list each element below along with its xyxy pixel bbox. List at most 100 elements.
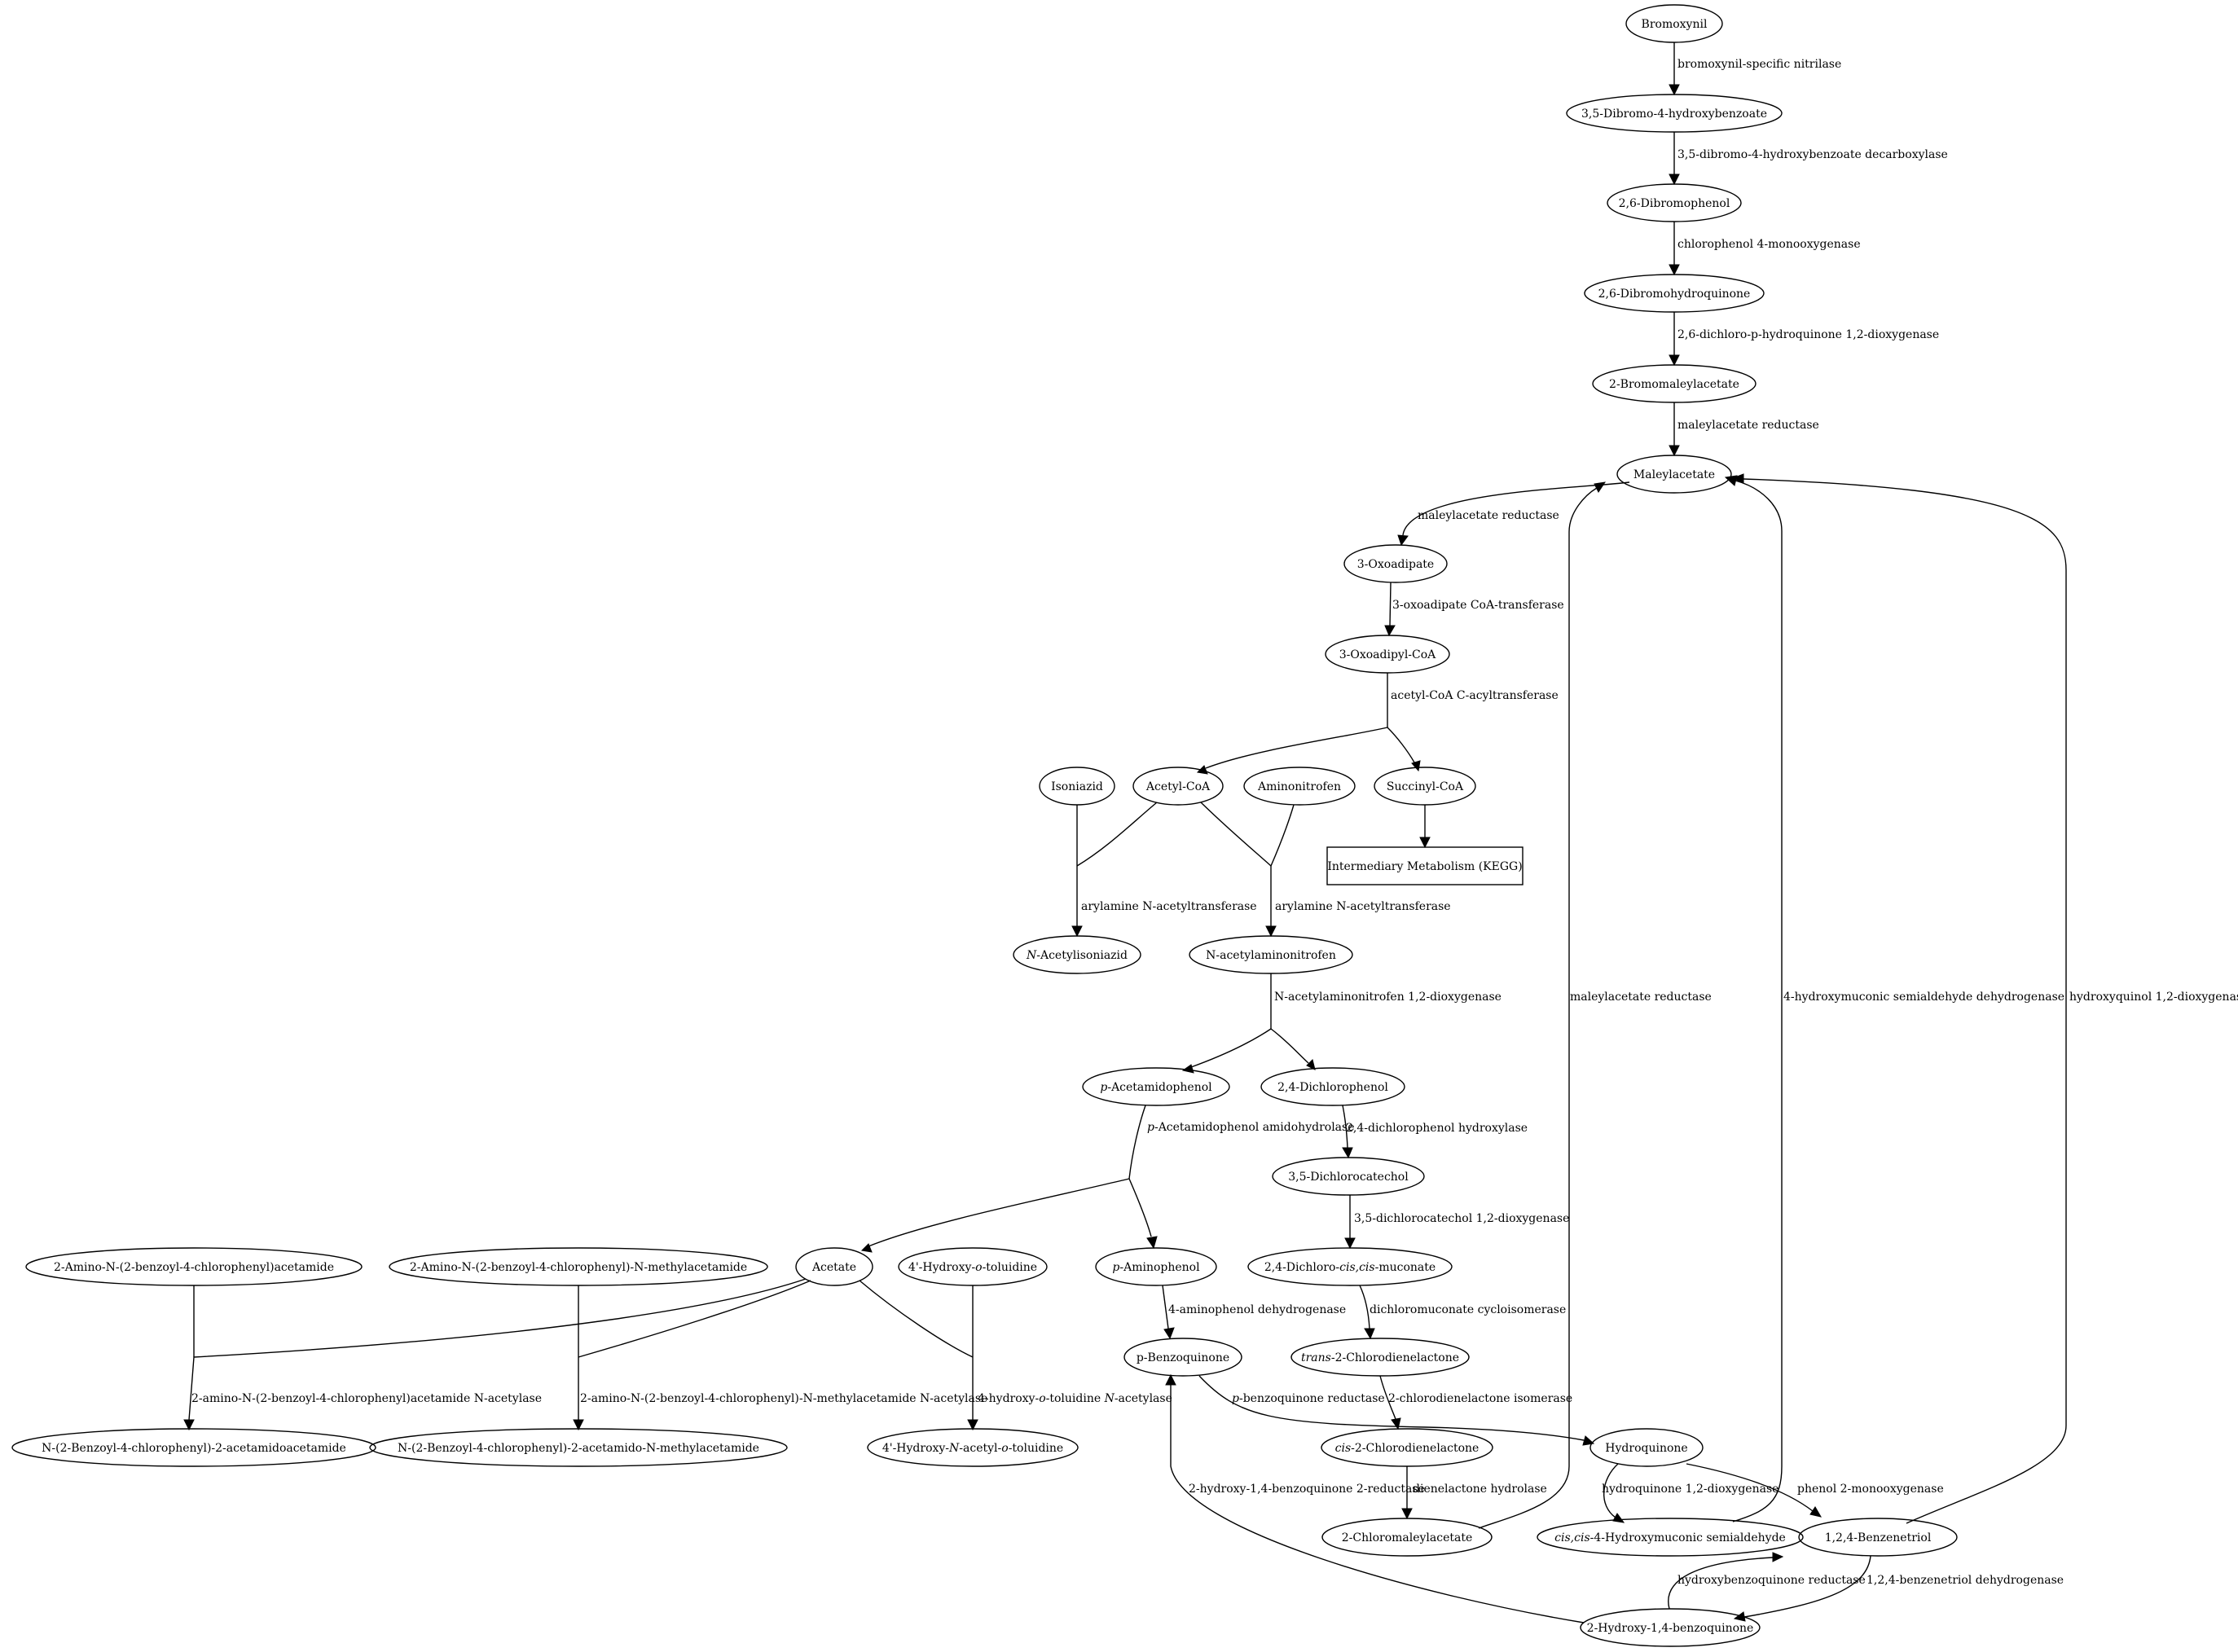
node-label: 3,5-Dibromo-4-hydroxybenzoate (1581, 108, 1767, 121)
edge-line (1743, 478, 2067, 1524)
node-label: N-(2-Benzoyl-4-chlorophenyl)-2-acetamido… (42, 1442, 346, 1455)
node-benzenetriol[interactable]: 1,2,4-Benzenetriol (1798, 1518, 1958, 1557)
node-acetate[interactable]: Acetate (795, 1247, 873, 1286)
arrowhead (1391, 1417, 1401, 1430)
node-benzoyl-acetamido-methylacetamide[interactable]: N-(2-Benzoyl-4-chlorophenyl)-2-acetamido… (369, 1428, 788, 1467)
node-label: 2,4-Dichloro-cis,cis-muconate (1264, 1261, 1436, 1274)
node-dichlorophenol[interactable]: 2,4-Dichlorophenol (1260, 1067, 1405, 1106)
node-oxoadipate[interactable]: 3-Oxoadipate (1343, 544, 1448, 583)
node-maleylacetate[interactable]: Maleylacetate (1616, 455, 1732, 494)
arrowhead (1364, 1328, 1375, 1340)
node-bromoxynil[interactable]: Bromoxynil (1625, 4, 1723, 43)
node-ellipse (1189, 935, 1353, 974)
node-trans-chlorodienelactone[interactable]: trans-2-Chlorodienelactone (1290, 1338, 1470, 1377)
node-amino-benzoyl-methylacetamide[interactable]: 2-Amino-N-(2-benzoyl-4-chlorophenyl)-N-m… (389, 1247, 768, 1286)
node-label: 1,2,4-Benzenetriol (1825, 1531, 1932, 1544)
join-acetylcoa-to-isoniazid (1076, 802, 1158, 867)
node-label: 3-Oxoadipate (1357, 558, 1434, 571)
node-acetylaminonitrofen[interactable]: N-acetylaminonitrofen (1189, 935, 1353, 974)
node-dibromophenol[interactable]: 2,6-Dibromophenol (1607, 183, 1742, 222)
edge-label: 4-aminophenol dehydrogenase (1168, 1303, 1346, 1316)
arrowhead (1809, 1506, 1822, 1518)
edge-line (1128, 1105, 1146, 1180)
node-acetyl-coa[interactable]: Acetyl-CoA (1132, 767, 1224, 806)
edge-line (1603, 1463, 1619, 1518)
edge-line (868, 1178, 1130, 1247)
edge-label: 2,4-dichlorophenol hydroxylase (1346, 1122, 1528, 1135)
node-ellipse (867, 1428, 1079, 1467)
split-dioxygenase-to-dichlorophenol (1270, 1028, 1316, 1070)
node-label: N-Acetylisoniazid (1026, 949, 1128, 962)
arrowhead (1419, 837, 1431, 849)
node-label: cis,cis-4-Hydroxymuconic semialdehyde (1554, 1531, 1786, 1544)
edge-line (1387, 727, 1415, 763)
edge-line (1270, 1028, 1309, 1064)
node-cis-chlorodienelactone[interactable]: cis-2-Chlorodienelactone (1321, 1428, 1493, 1467)
node-ellipse (11, 1428, 376, 1467)
edge-line (1743, 1555, 1871, 1618)
node-aminonitrofen[interactable]: Aminonitrofen (1243, 767, 1356, 806)
node-oxoadipyl-coa[interactable]: 3-Oxoadipyl-CoA (1325, 635, 1450, 674)
node-ellipse (1798, 1518, 1958, 1557)
edge-e6: maleylacetate reductase (1397, 481, 1630, 547)
node-hydroquinone[interactable]: Hydroquinone (1589, 1428, 1704, 1467)
edge-line (1170, 1385, 1585, 1623)
node-hydroxy-toluidine[interactable]: 4'-Hydroxy-o-toluidine (898, 1247, 1048, 1286)
node-intermediary-metabolism[interactable]: Intermediary Metabolism (KEGG) (1326, 846, 1524, 885)
arrowhead (1411, 760, 1421, 772)
node-amino-benzoyl-acetamide[interactable]: 2-Amino-N-(2-benzoyl-4-chlorophenyl)acet… (25, 1247, 363, 1286)
node-label: 2,6-Dibromophenol (1619, 197, 1730, 210)
edge-e20: dichloromuconate cycloisomerase (1359, 1285, 1566, 1340)
node-isoniazid[interactable]: Isoniazid (1039, 767, 1115, 806)
edge-e21: p-benzoquinone reductase (1198, 1375, 1595, 1446)
node-label: 3,5-Dichlorocatechol (1288, 1171, 1409, 1184)
node-chloromaleylacetate[interactable]: 2-Chloromaleylacetate (1321, 1518, 1493, 1557)
node-label: 2-Amino-N-(2-benzoyl-4-chlorophenyl)-N-m… (410, 1261, 747, 1274)
node-acetylisoniazid[interactable]: N-Acetylisoniazid (1013, 935, 1141, 974)
edge-line (1342, 1105, 1348, 1149)
node-dichloromuconate[interactable]: 2,4-Dichloro-cis,cis-muconate (1247, 1247, 1453, 1286)
node-label: N-acetylaminonitrofen (1206, 949, 1336, 962)
arrowhead (1401, 1508, 1413, 1520)
arrowhead (1669, 354, 1680, 367)
edge-label: 2-hydroxy-1,4-benzoquinone 2-reductase (1189, 1483, 1425, 1496)
edge-e7: 3-oxoadipate CoA-transferase (1384, 582, 1564, 637)
node-succinyl-coa[interactable]: Succinyl-CoA (1374, 767, 1476, 806)
edge-line (1200, 802, 1272, 867)
node-dibromohydroxybenzoate[interactable]: 3,5-Dibromo-4-hydroxybenzoate (1566, 94, 1783, 133)
join-acetate-to-acetamide (183, 1278, 807, 1431)
node-aminophenol[interactable]: p-Aminophenol (1095, 1247, 1217, 1286)
node-label: Bromoxynil (1642, 18, 1708, 31)
node-hydroxymuconic-semialdehyde[interactable]: cis,cis-4-Hydroxymuconic semialdehyde (1537, 1518, 1804, 1557)
edge-label: phenol 2-monooxygenase (1797, 1483, 1944, 1496)
edge-label: 1,2,4-benzenetriol dehydrogenase (1866, 1574, 2064, 1587)
node-label: 3-Oxoadipyl-CoA (1339, 648, 1436, 661)
arrowhead (967, 1419, 978, 1431)
node-label: 2-Amino-N-(2-benzoyl-4-chlorophenyl)acet… (54, 1261, 334, 1274)
arrowhead (1772, 1552, 1784, 1562)
node-ellipse (1095, 1247, 1217, 1286)
node-acetamidophenol[interactable]: p-Acetamidophenol (1082, 1067, 1230, 1106)
edge-label: N-acetylaminonitrofen 1,2-dioxygenase (1274, 991, 1502, 1004)
edge-line (1270, 804, 1295, 867)
node-bromomaleylacetate[interactable]: 2-Bromomaleylacetate (1592, 364, 1757, 403)
arrowhead (1669, 264, 1680, 276)
node-hydroxy-acetyl-toluidine[interactable]: 4'-Hydroxy-N-acetyl-o-toluidine (867, 1428, 1079, 1467)
node-benzoquinone[interactable]: p-Benzoquinone (1123, 1338, 1242, 1377)
arrowhead (1594, 481, 1607, 493)
edge-label: bromoxynil-specific nitrilase (1677, 58, 1841, 71)
node-dichlorocatechol[interactable]: 3,5-Dichlorocatechol (1272, 1157, 1425, 1196)
edge-line (1668, 1557, 1774, 1610)
node-hydroxy-benzoquinone[interactable]: 2-Hydroxy-1,4-benzoquinone (1580, 1608, 1761, 1647)
edge-e27: 4-hydroxymuconic semialdehyde dehydrogen… (1724, 475, 2064, 1522)
arrowhead (860, 1243, 873, 1253)
edge-e31: 2-hydroxy-1,4-benzoquinone 2-reductase (1165, 1373, 1585, 1623)
join-aminonitrofen-in (1270, 804, 1295, 867)
node-ellipse (1325, 635, 1450, 674)
node-box (1326, 846, 1524, 885)
node-dibromohydroquinone[interactable]: 2,6-Dibromohydroquinone (1584, 274, 1765, 313)
node-benzoyl-acetamidoacetamide[interactable]: N-(2-Benzoyl-4-chlorophenyl)-2-acetamido… (11, 1428, 376, 1467)
node-label: Succinyl-CoA (1387, 780, 1464, 793)
edge-line (859, 1280, 974, 1358)
edge-e24: maleylacetate reductase (1478, 481, 1712, 1529)
